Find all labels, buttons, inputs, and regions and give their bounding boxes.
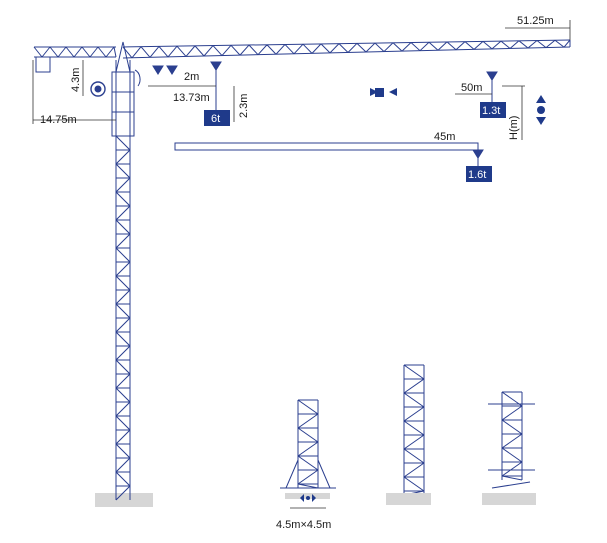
trolley-offset-label: 2m bbox=[184, 71, 199, 83]
hook-mid-icon bbox=[472, 149, 484, 159]
hook-tip-icon bbox=[486, 71, 498, 81]
load-tag-max: 6t bbox=[204, 110, 230, 126]
jib-length-label: 51.25m bbox=[517, 15, 554, 27]
trolley-1-icon bbox=[152, 65, 164, 75]
counterweight bbox=[90, 81, 106, 97]
tower-head-height-label: 4.3m bbox=[70, 68, 82, 92]
lower-jib-line bbox=[174, 142, 479, 151]
hook-max-load-icon bbox=[210, 61, 222, 71]
counter-jib bbox=[33, 46, 117, 73]
fixed-base-detail bbox=[280, 399, 336, 499]
mid-load-label: 1.6t bbox=[468, 169, 486, 181]
slewing-icon bbox=[300, 494, 316, 502]
load-tag-tip: 1.3t bbox=[480, 102, 506, 118]
tip-radius-label: 50m bbox=[461, 82, 482, 94]
ground-slab bbox=[95, 493, 153, 507]
mast-section-detail bbox=[386, 364, 431, 505]
operator-cab bbox=[111, 71, 135, 137]
tower-crane bbox=[33, 39, 571, 507]
max-load-label: 6t bbox=[211, 113, 220, 125]
dimension-lines bbox=[32, 20, 571, 140]
load-tag-mid: 1.6t bbox=[466, 166, 492, 182]
base-size-label: 4.5m×4.5m bbox=[276, 519, 331, 531]
trolley-2-icon bbox=[166, 65, 178, 75]
tip-load-label: 1.3t bbox=[482, 105, 500, 117]
height-axis-label: H(m) bbox=[508, 116, 520, 140]
climbing-section-detail bbox=[482, 391, 536, 505]
hoist-up-down-icon bbox=[536, 95, 546, 125]
tower-head bbox=[115, 41, 131, 73]
jib bbox=[122, 39, 571, 59]
max-load-radius-label: 13.73m bbox=[173, 92, 210, 104]
trolleys bbox=[152, 61, 498, 166]
tower-mast bbox=[115, 60, 131, 501]
lower-jib-radius-label: 45m bbox=[434, 131, 455, 143]
trolley-travel-icon bbox=[370, 88, 397, 97]
counter-jib-length-label: 14.75m bbox=[40, 114, 77, 126]
hook-drop-label: 2.3m bbox=[238, 94, 250, 118]
